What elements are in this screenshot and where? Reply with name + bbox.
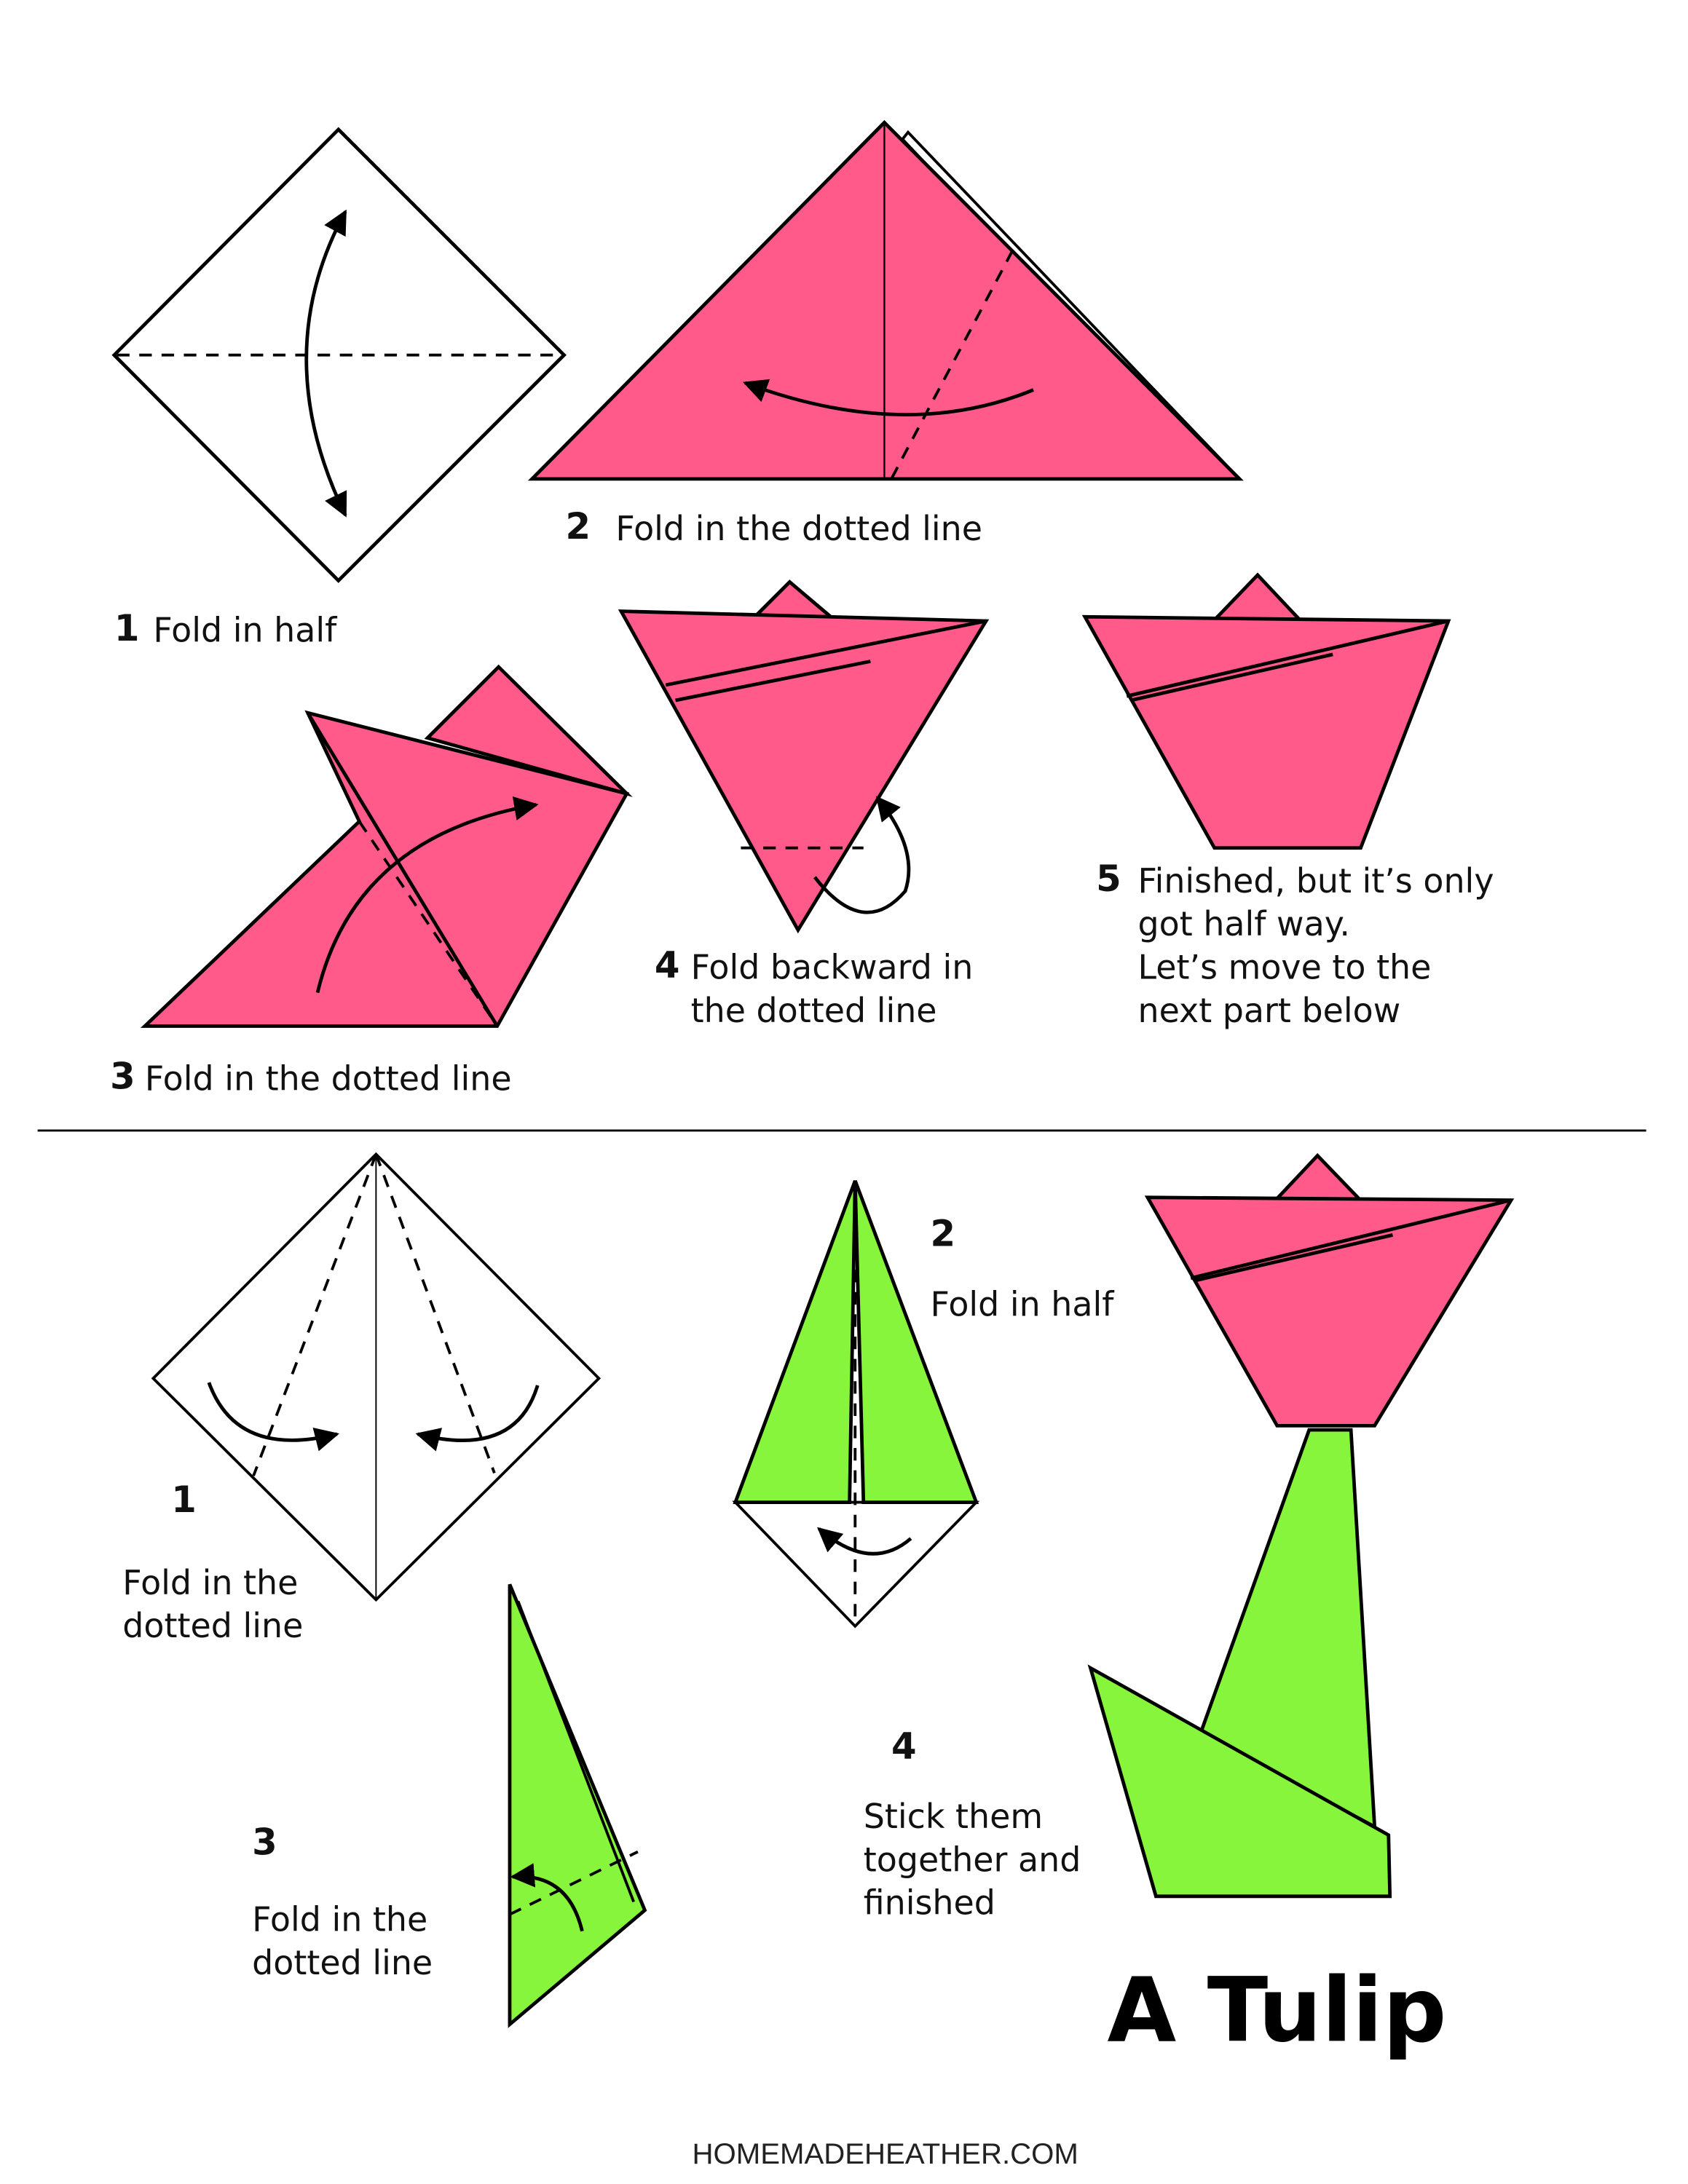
part2-step2-diagram <box>732 1179 980 1629</box>
part2-step1-diagram <box>151 1152 602 1602</box>
part1-step3-label: Fold in the dotted line <box>144 1059 512 1099</box>
part2-step3-diagram <box>508 1583 647 2028</box>
part2-step4-label: Stick them together and finished <box>863 1797 1081 1923</box>
part2-step4-number: 4 <box>891 1726 917 1768</box>
part1-step2-diagram <box>527 119 1244 481</box>
part1-step5-diagram <box>1081 572 1451 850</box>
part1-step2-label: Fold in the dotted line <box>615 509 983 549</box>
part2-step3-label: Fold in the dotted line <box>252 1900 433 1983</box>
part2-step4-diagram <box>1087 1152 1515 1899</box>
site-footer: HOMEMADEHEATHER.COM <box>692 2138 1078 2171</box>
part2-step1-label: Fold in the dotted line <box>122 1563 304 1646</box>
part2-step2-number: 2 <box>930 1214 956 1257</box>
part1-step3-number: 3 <box>110 1056 135 1099</box>
part1-step1-label: Fold in half <box>153 611 337 651</box>
part1-step3-diagram <box>140 664 633 1028</box>
part2-step3-number: 3 <box>252 1822 277 1864</box>
part2-step2-label: Fold in half <box>930 1285 1114 1324</box>
part1-step1-diagram <box>111 127 567 583</box>
part1-step4-diagram <box>618 579 990 934</box>
part1-step4-number: 4 <box>654 945 680 987</box>
part1-step2-number: 2 <box>565 507 591 549</box>
part1-step4-label: Fold backward in the dotted line <box>690 948 974 1031</box>
page-title: A Tulip <box>1107 1960 1447 2064</box>
part1-step5-label: Finished, but it’s only got half way. Le… <box>1137 861 1494 1031</box>
part2-step1-number: 1 <box>171 1479 197 1522</box>
part1-step1-number: 1 <box>114 608 140 651</box>
part1-step5-number: 5 <box>1096 859 1121 901</box>
